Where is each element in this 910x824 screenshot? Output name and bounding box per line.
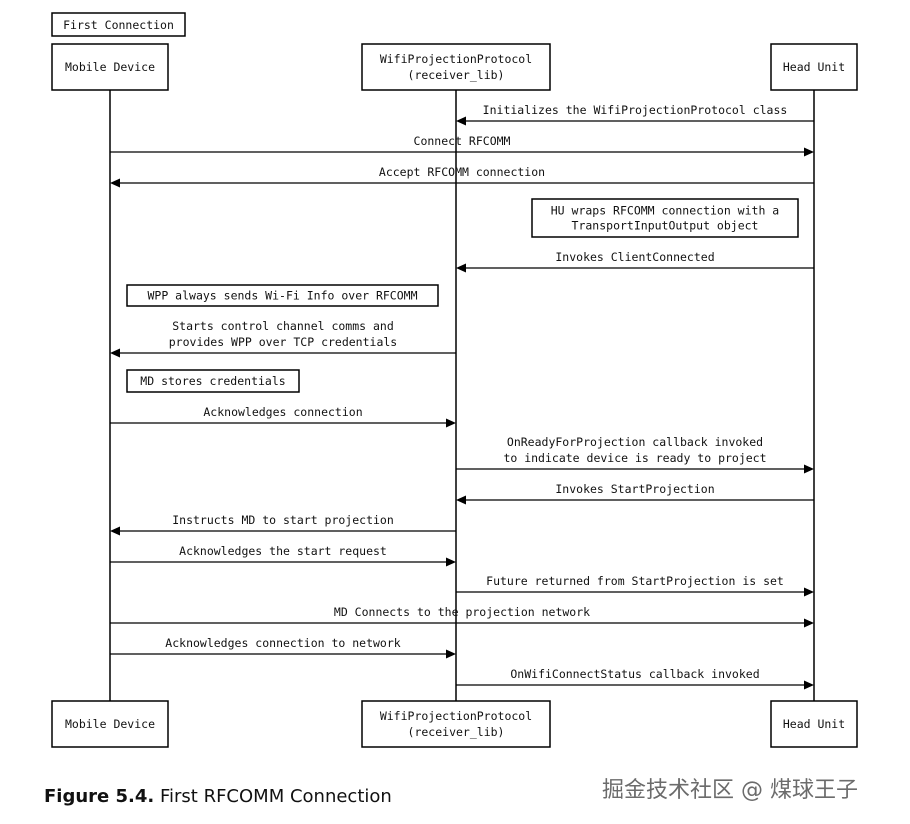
arrow-head [804,464,814,474]
message-label: Starts control channel comms and [172,319,394,333]
participant-label: (receiver_lib) [408,725,505,739]
message-arrow: MD Connects to the projection network [110,605,814,628]
note: WPP always sends Wi-Fi Info over RFCOMM [126,284,439,307]
message-arrow: Acknowledges connection to network [110,636,456,659]
note-box [126,369,300,393]
participant-label: Mobile Device [65,717,155,731]
message-label: Invokes ClientConnected [555,250,714,264]
arrow-head [110,178,120,188]
participant-box [51,700,169,748]
message-arrow: Acknowledges connection [110,405,456,428]
message-label: OnWifiConnectStatus callback invoked [510,667,759,681]
message-arrow: Accept RFCOMM connection [110,165,814,188]
title-text: First Connection [63,18,174,32]
message-label: to indicate device is ready to project [503,451,766,465]
participant-wpp-bottom: WifiProjectionProtocol (receiver_lib) [361,700,551,748]
arrow-head [110,526,120,536]
message-arrow: Starts control channel comms and provides… [110,319,456,358]
note-text: HU wraps RFCOMM connection with a [551,204,779,218]
arrow-head [446,557,456,567]
message-label: Instructs MD to start projection [172,513,394,527]
message-arrow: Invokes StartProjection [456,482,814,505]
message-arrow: Invokes ClientConnected [456,250,814,273]
arrow-head [456,116,466,126]
note-box [126,284,439,307]
message-label: OnReadyForProjection callback invoked [507,435,763,449]
participant-label: Mobile Device [65,60,155,74]
participant-wpp-top: WifiProjectionProtocol (receiver_lib) [361,43,551,91]
arrow-head [446,418,456,428]
participant-label: (receiver_lib) [408,68,505,82]
participant-label: WifiProjectionProtocol [380,709,532,723]
title-box [51,12,186,37]
arrow-head [456,495,466,505]
participant-md-top: Mobile Device [51,43,169,91]
message-arrow: Initializes the WifiProjectionProtocol c… [456,103,814,126]
message-label: Acknowledges connection to network [165,636,400,650]
message-label: Accept RFCOMM connection [379,165,545,179]
arrow-head [110,348,120,358]
arrow-head [804,587,814,597]
message-arrow: Acknowledges the start request [110,544,456,567]
message-label: provides WPP over TCP credentials [169,335,397,349]
figure-title: First RFCOMM Connection [154,786,392,807]
note-text: MD stores credentials [140,374,285,388]
message-label: Initializes the WifiProjectionProtocol c… [483,103,788,117]
participant-label: Head Unit [783,60,845,74]
note-text: TransportInputOutput object [572,219,759,233]
message-arrow: Connect RFCOMM [110,134,814,157]
participant-box [770,700,858,748]
arrow-head [456,263,466,273]
message-arrow: OnWifiConnectStatus callback invoked [456,667,814,690]
participant-hu-top: Head Unit [770,43,858,91]
message-arrow: Future returned from StartProjection is … [456,574,814,597]
participant-box [361,43,551,91]
message-label: Acknowledges the start request [179,544,387,558]
arrow-head [804,680,814,690]
arrow-head [804,147,814,157]
note: HU wraps RFCOMM connection with aTranspo… [531,198,799,238]
figure-number: Figure 5.4. [44,786,155,807]
message-label: MD Connects to the projection network [334,605,590,619]
note-text: WPP always sends Wi-Fi Info over RFCOMM [147,289,417,303]
message-label: Invokes StartProjection [555,482,714,496]
participant-box [770,43,858,91]
note-box [531,198,799,238]
participant-label: WifiProjectionProtocol [380,52,532,66]
message-label: Connect RFCOMM [414,134,511,148]
participant-md-bottom: Mobile Device [51,700,169,748]
arrow-head [446,649,456,659]
diagram-title: First Connection [51,12,186,37]
participant-hu-bottom: Head Unit [770,700,858,748]
participant-box [361,700,551,748]
message-arrow: Instructs MD to start projection [110,513,456,536]
message-label: Acknowledges connection [203,405,362,419]
watermark: 掘金技术社区 @ 煤球王子 [602,778,858,803]
message-arrow: OnReadyForProjection callback invoked to … [456,435,814,474]
participant-box [51,43,169,91]
arrow-head [804,618,814,628]
participant-label: Head Unit [783,717,845,731]
figure-caption: Figure 5.4. First RFCOMM Connection [44,786,392,807]
message-label: Future returned from StartProjection is … [486,574,784,588]
note: MD stores credentials [126,369,300,393]
